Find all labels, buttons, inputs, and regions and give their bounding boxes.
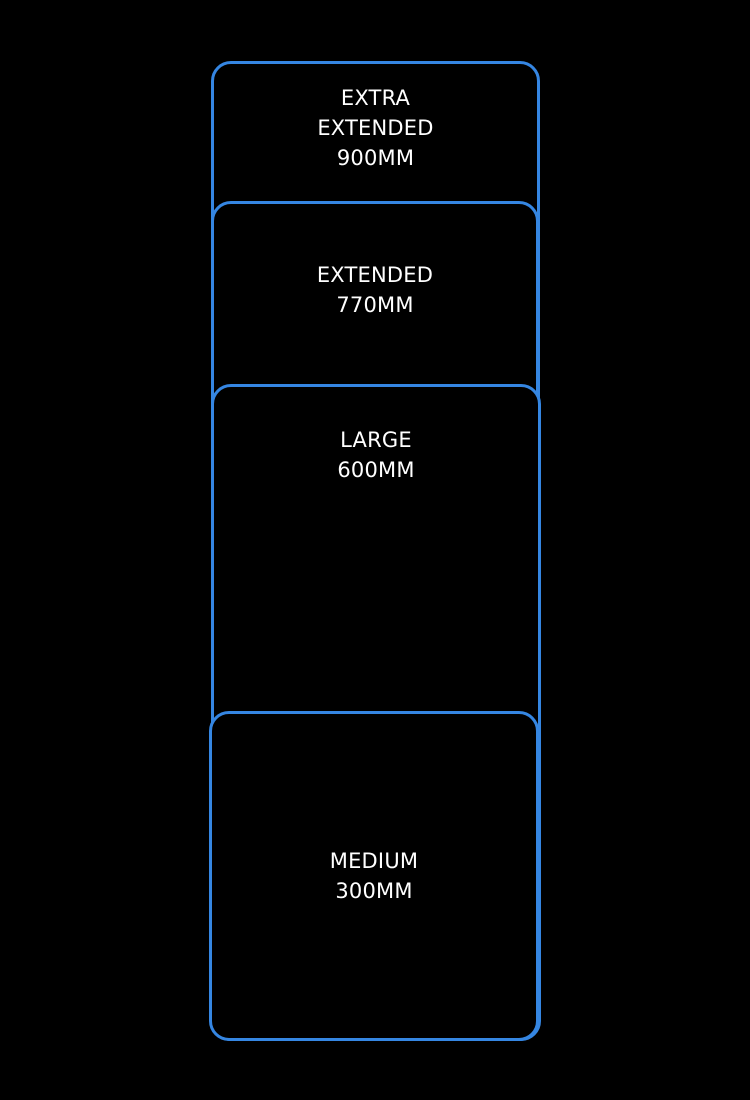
size-label: LARGE 600MM: [214, 425, 538, 485]
size-length: 770MM: [336, 293, 414, 317]
size-length: 300MM: [335, 879, 413, 903]
size-name-line: LARGE: [340, 428, 412, 452]
size-length: 600MM: [337, 458, 415, 482]
size-label: EXTENDED 770MM: [214, 260, 536, 320]
size-box-medium: MEDIUM 300MM: [209, 711, 539, 1041]
size-name-line: EXTRA: [340, 86, 411, 110]
size-name-line: MEDIUM: [329, 849, 419, 873]
size-label: MEDIUM 300MM: [212, 846, 536, 906]
size-label: EXTRA EXTENDED 900MM: [214, 83, 537, 173]
size-name-line: EXTENDED: [317, 116, 434, 140]
size-length: 900MM: [336, 146, 415, 170]
size-name-line: EXTENDED: [316, 263, 434, 287]
